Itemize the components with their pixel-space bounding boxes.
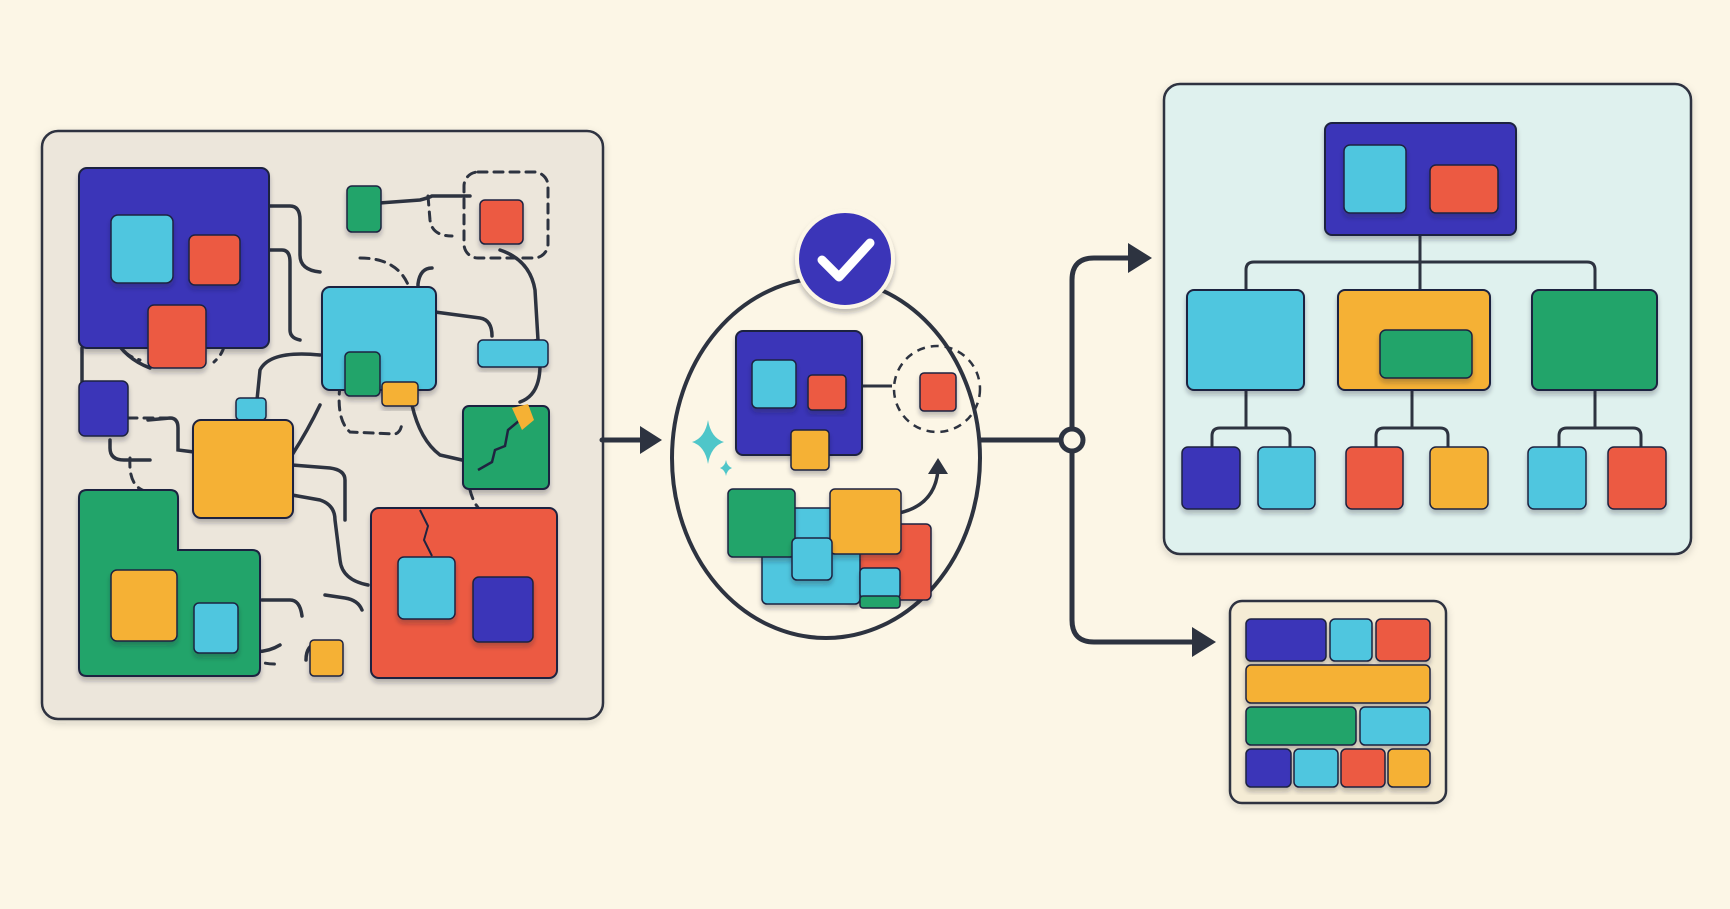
indigo-component: [472, 576, 534, 643]
amber-module: [192, 419, 294, 519]
coral-component: [188, 234, 241, 286]
coral-component: [1429, 164, 1499, 214]
grid-block-indigo: [1245, 748, 1292, 788]
cyan-component: [110, 214, 174, 284]
coral-component: [479, 199, 524, 245]
green-component: [1379, 329, 1473, 379]
branch-connector: [977, 255, 1195, 645]
checkmark-icon: [795, 209, 895, 309]
tree-node-green: [1531, 289, 1658, 391]
grid-block-indigo: [1245, 618, 1327, 662]
amber-module: [829, 488, 902, 555]
tangled-panel: [40, 129, 605, 721]
sparkle-icon: [692, 420, 732, 476]
tree-leaf-coral: [1607, 446, 1667, 510]
dashed-dependency: [892, 344, 982, 434]
cyan-component: [1343, 144, 1407, 214]
grid-block-coral: [1375, 618, 1431, 662]
grid-block-cyan: [1329, 618, 1373, 662]
grid-block-cyan: [1359, 706, 1431, 746]
tree-leaf-coral: [1345, 446, 1404, 510]
amber-component: [110, 569, 178, 642]
tree-leaf-cyan: [1527, 446, 1587, 510]
coral-component: [147, 304, 207, 369]
core-connector: [898, 469, 940, 515]
hierarchy-panel: [1162, 82, 1693, 556]
coral-component: [807, 374, 847, 411]
indigo-component: [78, 380, 129, 437]
amber-component: [309, 639, 344, 677]
crack-mark: [419, 509, 433, 557]
branch-node: [1058, 426, 1086, 454]
cyan-component: [791, 537, 833, 581]
grid-block-amber: [1245, 664, 1431, 704]
cyan-component: [397, 556, 456, 620]
cyan-component: [751, 359, 797, 409]
grid-block-cyan: [1293, 748, 1339, 788]
amber-chip: [512, 404, 534, 430]
arrow-head: [928, 458, 948, 474]
tree-leaf-cyan: [1257, 446, 1316, 510]
arrow-right-icon: [1192, 627, 1216, 657]
tree-leaf-indigo: [1181, 446, 1241, 510]
grid-block-coral: [1340, 748, 1386, 788]
green-component: [859, 595, 901, 609]
arrow-right-icon: [599, 426, 662, 454]
grid-block-green: [1245, 706, 1357, 746]
amber-component: [381, 381, 419, 407]
arrow-right-icon: [1128, 243, 1152, 273]
cyan-component: [477, 339, 549, 368]
green-module: [462, 405, 550, 490]
tree-lines: [1210, 235, 1643, 447]
green-component: [346, 185, 382, 233]
tree-leaf-amber: [1429, 446, 1489, 510]
grid-block-amber: [1387, 748, 1431, 788]
amber-component: [790, 429, 830, 471]
cyan-component: [235, 397, 267, 421]
green-component: [344, 351, 381, 397]
cyan-component: [859, 567, 901, 599]
cyan-component: [193, 602, 239, 654]
green-module: [727, 488, 796, 558]
tree-node-cyan: [1186, 289, 1305, 391]
compact-grid-panel: [1228, 599, 1448, 805]
coral-component: [919, 372, 957, 412]
validated-core: [670, 209, 982, 640]
